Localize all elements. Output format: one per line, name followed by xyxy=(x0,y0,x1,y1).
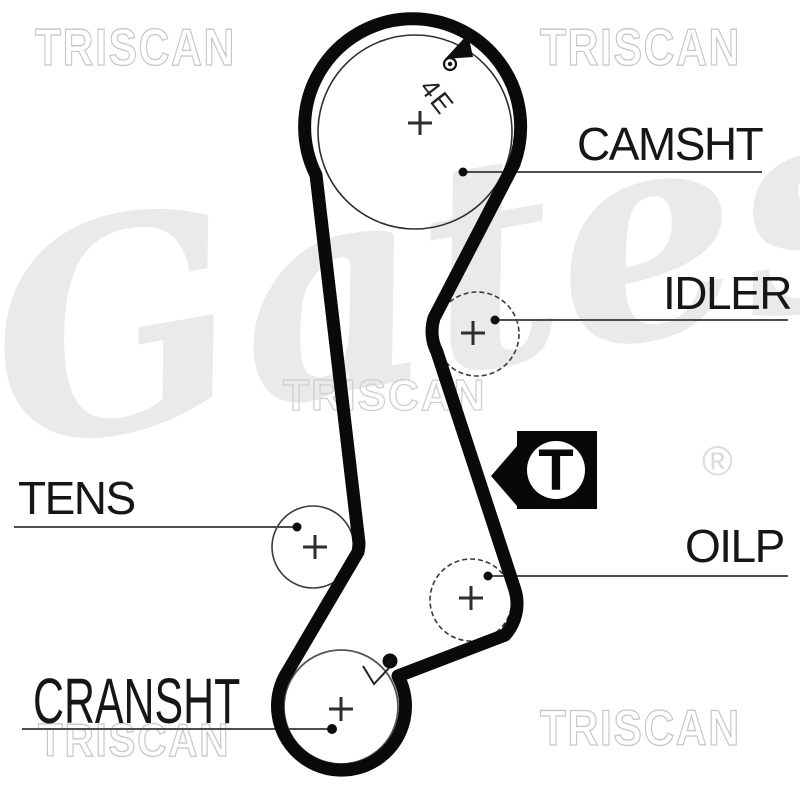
timing-belt xyxy=(271,12,528,777)
crank-mark-dot-icon xyxy=(382,653,398,669)
oil-pump-leader-dot xyxy=(483,571,493,581)
crankshaft-center-cross xyxy=(329,697,353,721)
tensioner-symbol-circle xyxy=(527,441,585,499)
label-tensioner: TENS xyxy=(18,472,136,524)
leader-lines xyxy=(14,171,788,730)
cam-arrow-icon xyxy=(445,34,473,59)
tensioner-leader-dot xyxy=(292,522,302,532)
pulley-center-marks xyxy=(303,111,485,721)
crankshaft-leader-dot xyxy=(327,724,337,734)
camshaft-timing-marks: 4E xyxy=(414,34,473,121)
crankshaft-timing-marks xyxy=(362,653,398,686)
cam-alignment-circle-icon xyxy=(442,56,458,72)
label-oil-pump: OILP xyxy=(685,520,785,572)
label-camshaft: CAMSHT xyxy=(577,118,764,170)
tensioner-arrow-icon xyxy=(491,446,517,506)
oil-pump-center-cross xyxy=(459,586,483,610)
label-crankshaft: CRANSHT xyxy=(33,665,241,737)
cam-alignment-dot-icon xyxy=(447,61,453,67)
triscan-watermark-top-right: TRISCAN xyxy=(539,19,741,77)
tensioner-symbol-letter: T xyxy=(538,438,573,503)
label-idler: IDLER xyxy=(663,267,792,319)
tensioner-symbol: T xyxy=(491,431,597,509)
registered-trademark-icon: ® xyxy=(702,437,733,484)
camshaft-center-cross xyxy=(408,111,432,135)
camshaft-leader-dot xyxy=(458,167,468,177)
camshaft-pulley xyxy=(317,34,513,230)
triscan-watermark-top-left: TRISCAN xyxy=(34,19,236,77)
tensioner-center-cross xyxy=(303,535,327,559)
triscan-watermark-bottom-right: TRISCAN xyxy=(539,700,741,756)
idler-center-cross xyxy=(461,321,485,345)
crank-notch-icon xyxy=(362,665,390,686)
leader-dots xyxy=(292,167,500,734)
triscan-watermark-bottom-left: TRISCAN xyxy=(37,714,231,766)
idler-leader-dot xyxy=(490,315,500,325)
